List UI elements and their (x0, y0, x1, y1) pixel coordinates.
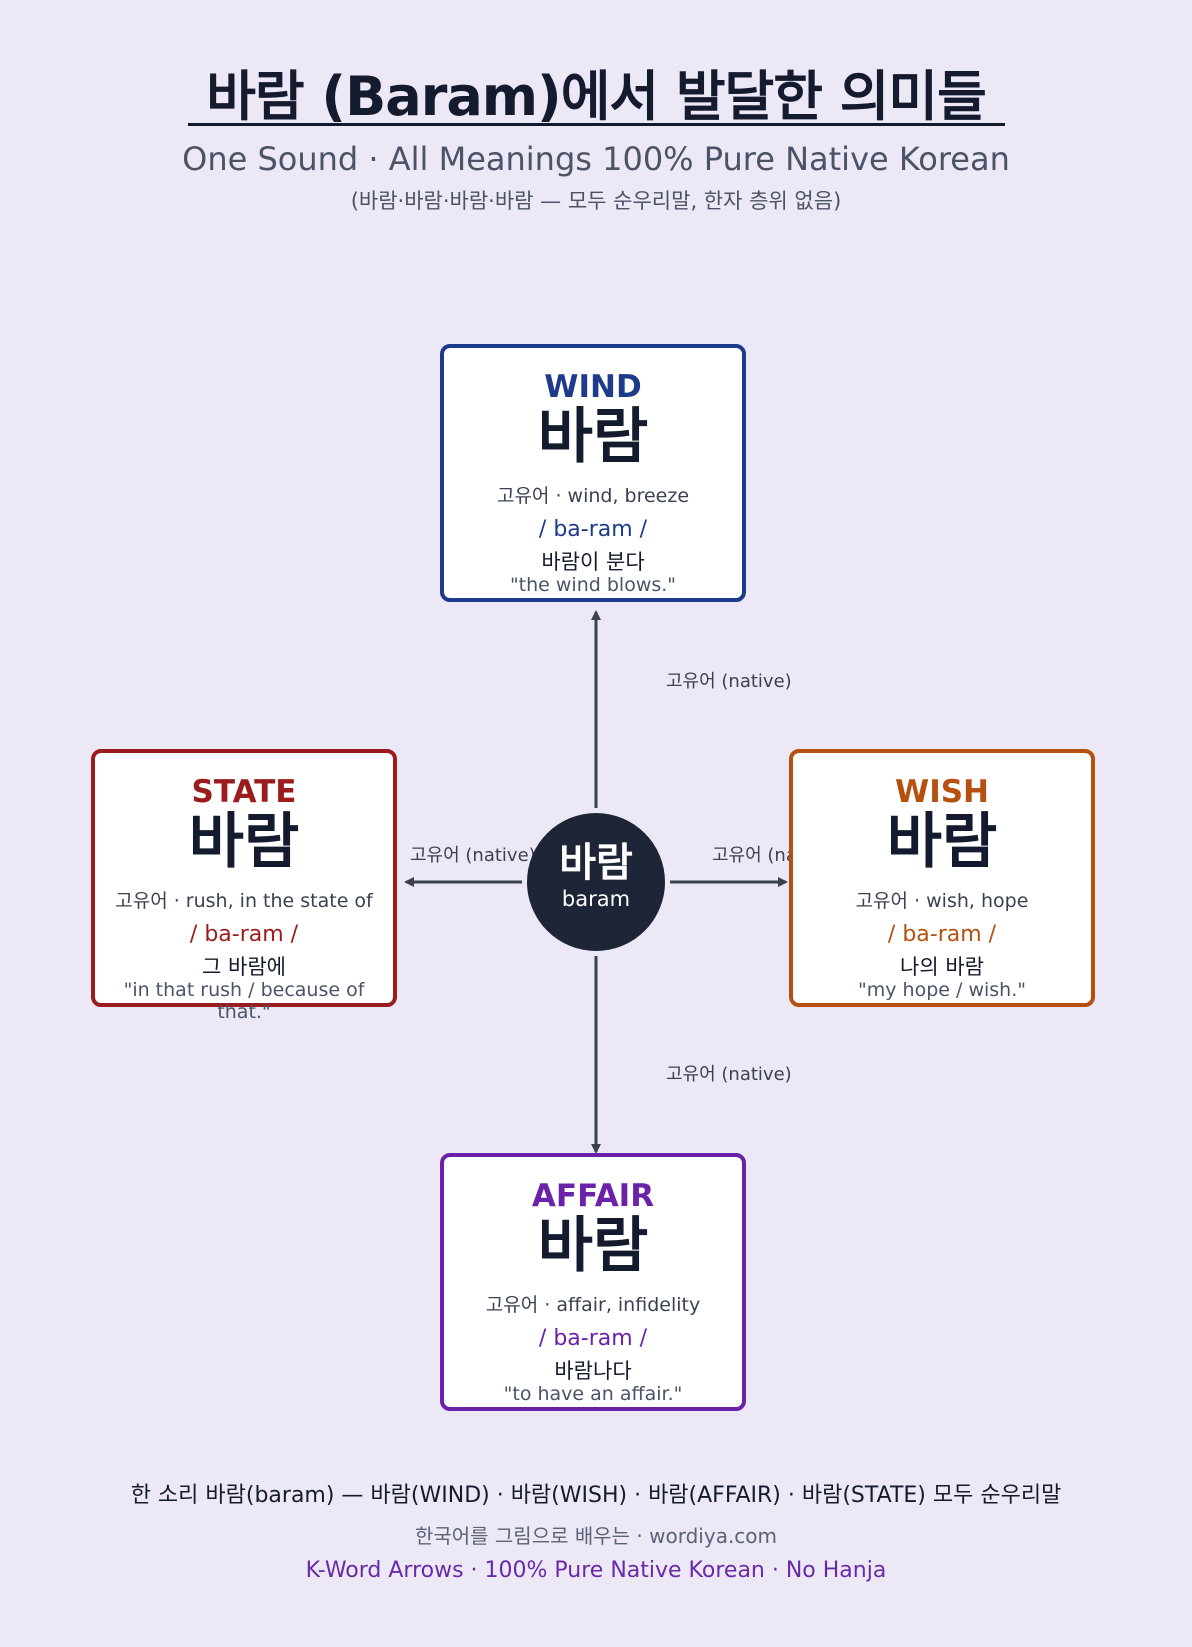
card-wind-gloss: 고유어 · wind, breeze (496, 485, 690, 507)
card-wind-example: 바람이 분다 (541, 550, 645, 574)
card-state-word: 바람 (188, 807, 300, 877)
card-wish-category: WISH (895, 774, 989, 810)
card-affair-example: 바람나다 (554, 1359, 632, 1383)
title-underline (188, 123, 1005, 126)
card-wind-translation: "the wind blows." (509, 574, 677, 596)
card-wish-example: 나의 바람 (900, 955, 984, 979)
page-title: 바람 (Baram)에서 발달한 의미들 (206, 65, 987, 128)
card-wind-category: WIND (544, 369, 642, 405)
card-state-example: 그 바람에 (202, 955, 286, 979)
card-wish-translation: "my hope / wish." (858, 979, 1026, 1001)
card-wish-gloss: 고유어 · wish, hope (855, 890, 1029, 912)
card-state: STATE 바람 고유어 · rush, in the state of / b… (91, 749, 397, 1023)
card-state-pron: / ba-ram / (189, 922, 299, 947)
card-affair-translation: "to have an affair." (503, 1383, 683, 1405)
center-node: 바람 baram (527, 813, 665, 951)
edge-label-top: 고유어 (native) (666, 671, 792, 692)
card-wish-pron: / ba-ram / (887, 922, 997, 947)
footer-summary: 한 소리 바람(baram) — 바람(WIND) · 바람(WISH) · 바… (130, 1483, 1062, 1508)
card-affair: AFFAIR 바람 고유어 · affair, infidelity / ba-… (440, 1153, 746, 1411)
card-affair-gloss: 고유어 · affair, infidelity (485, 1294, 701, 1316)
card-state-category: STATE (191, 774, 297, 810)
card-state-translation: "in that rush / because of that." (123, 979, 365, 1023)
card-wish-word: 바람 (886, 807, 998, 877)
center-korean: 바람 (559, 840, 633, 886)
card-affair-pron: / ba-ram / (538, 1326, 648, 1351)
edge-label-left: 고유어 (native) (410, 845, 536, 866)
card-wind-word: 바람 (537, 402, 649, 472)
page-subnote: (바람·바람·바람·바람 — 모두 순우리말, 한자 층위 없음) (350, 189, 842, 213)
card-wind-pron: / ba-ram / (538, 517, 648, 542)
card-affair-word: 바람 (537, 1211, 649, 1281)
card-wish: WISH 바람 고유어 · wish, hope / ba-ram / 나의 바… (789, 749, 1095, 1007)
center-roman: baram (561, 887, 631, 911)
card-affair-category: AFFAIR (531, 1178, 655, 1214)
page-subtitle: One Sound · All Meanings 100% Pure Nativ… (182, 140, 1010, 178)
card-wind: WIND 바람 고유어 · wind, breeze / ba-ram / 바람… (440, 344, 746, 602)
footer-site: 한국어를 그림으로 배우는 · wordiya.com (414, 1524, 778, 1548)
edge-label-bottom: 고유어 (native) (666, 1064, 792, 1085)
card-state-gloss: 고유어 · rush, in the state of (115, 890, 373, 912)
footer-tagline: K-Word Arrows · 100% Pure Native Korean … (305, 1558, 887, 1583)
